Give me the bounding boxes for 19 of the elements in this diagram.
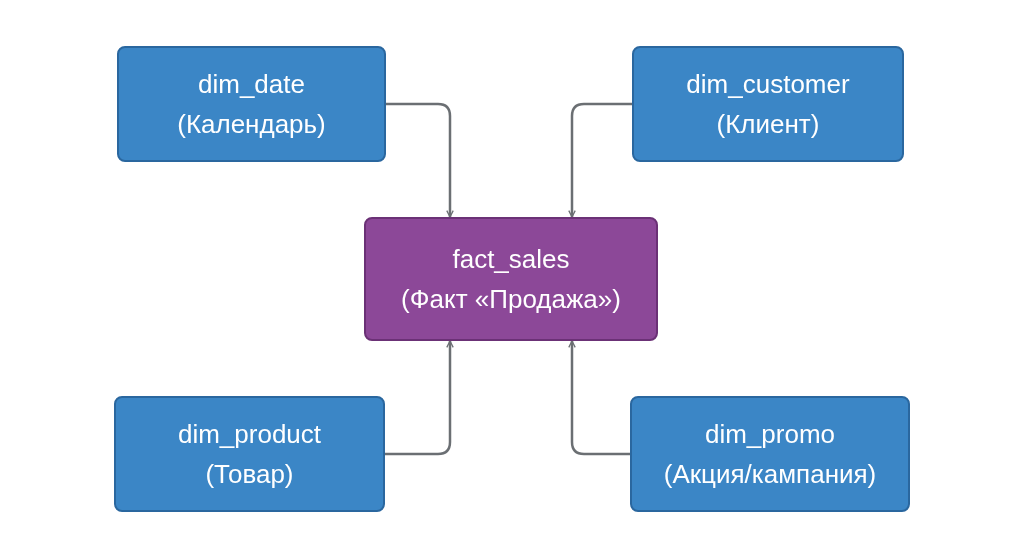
node-label: dim_product <box>177 418 322 451</box>
table-box <box>117 46 386 162</box>
arrow <box>385 340 454 456</box>
node-label: dim_promo <box>704 418 836 451</box>
node-label: dim_customer <box>686 68 850 101</box>
table-box <box>114 396 385 512</box>
table-box <box>632 46 904 162</box>
node-label: dim_date <box>198 68 305 101</box>
node-label: (Календарь) <box>177 108 326 141</box>
node-label: (Клиент) <box>716 108 820 141</box>
arrow <box>568 340 630 456</box>
node-label: fact_sales <box>452 243 570 276</box>
node-label: (Факт «Продажа») <box>401 283 621 316</box>
arrow <box>386 102 454 218</box>
node-label: (Товар) <box>205 458 294 491</box>
arrow <box>568 102 632 218</box>
node-label: (Акция/кампания) <box>663 458 877 491</box>
table-box <box>364 217 658 341</box>
table-box <box>630 396 910 512</box>
